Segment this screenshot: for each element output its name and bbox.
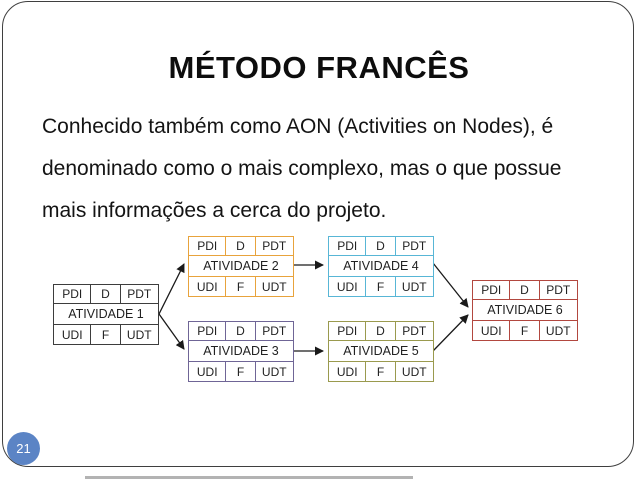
node-top-row: PDI D PDT [54,285,158,304]
cell-pdi: PDI [54,285,92,303]
node-top-row: PDI D PDT [189,237,293,256]
node-label: ATIVIDADE 1 [68,307,144,321]
activity-node-5: PDI D PDT ATIVIDADE 5 UDI F UDT [328,321,434,382]
cell-pdt: PDT [127,287,152,301]
cell-pdi: PDI [329,322,367,340]
cell-udt: UDT [401,279,427,294]
node-label: ATIVIDADE 6 [487,303,563,317]
node-label: ATIVIDADE 3 [203,344,279,358]
cell-f: F [366,362,396,381]
body-line: mais informações a cerca do projeto. [42,199,387,222]
node-label-row: ATIVIDADE 1 [54,304,158,325]
node-label-row: ATIVIDADE 4 [329,256,433,277]
cell-udi: UDI [54,325,92,344]
body-text: Conhecido também como AON (Activities on… [42,106,602,232]
node-label-row: ATIVIDADE 3 [189,341,293,362]
cell-udi: UDI [473,321,511,340]
node-label-row: ATIVIDADE 5 [329,341,433,362]
node-label: ATIVIDADE 2 [203,259,279,273]
cell-f: F [366,277,396,296]
cell-f: F [510,321,540,340]
cell-pdi: PDI [189,322,227,340]
adjacent-slide-edge [85,476,413,479]
node-label: ATIVIDADE 5 [343,344,419,358]
body-line: Conhecido também como AON (Activities on… [42,115,554,138]
activity-node-1: PDI D PDT ATIVIDADE 1 UDI F UDT [53,284,159,345]
cell-udt: UDT [261,279,287,294]
page-title: MÉTODO FRANCÊS [168,50,470,85]
cell-udi: UDI [189,277,227,296]
node-bottom-row: UDI F UDT [189,362,293,381]
node-bottom-row: UDI F UDT [329,362,433,381]
node-top-row: PDI D PDT [189,322,293,341]
page-number-badge: 21 [7,432,40,465]
cell-udi: UDI [189,362,227,381]
node-label-row: ATIVIDADE 6 [473,300,577,321]
node-top-row: PDI D PDT [329,322,433,341]
cell-d: D [366,322,396,340]
slide-frame [2,1,634,467]
cell-f: F [91,325,121,344]
node-bottom-row: UDI F UDT [189,277,293,296]
cell-d: D [366,237,396,255]
cell-udi: UDI [329,277,367,296]
activity-node-4: PDI D PDT ATIVIDADE 4 UDI F UDT [328,236,434,297]
cell-pdt: PDT [262,324,287,338]
cell-d: D [510,281,540,299]
node-bottom-row: UDI F UDT [473,321,577,340]
cell-pdt: PDT [402,239,427,253]
activity-node-6: PDI D PDT ATIVIDADE 6 UDI F UDT [472,280,578,341]
cell-pdi: PDI [329,237,367,255]
cell-pdt: PDT [546,283,571,297]
cell-d: D [226,237,256,255]
page-number: 21 [16,441,31,456]
cell-pdi: PDI [473,281,511,299]
cell-udt: UDT [401,364,427,379]
node-bottom-row: UDI F UDT [54,325,158,344]
cell-d: D [226,322,256,340]
cell-udt: UDT [545,323,571,338]
node-bottom-row: UDI F UDT [329,277,433,296]
cell-pdi: PDI [189,237,227,255]
cell-pdt: PDT [402,324,427,338]
cell-d: D [91,285,121,303]
cell-udt: UDT [126,327,152,342]
node-top-row: PDI D PDT [473,281,577,300]
node-label: ATIVIDADE 4 [343,259,419,273]
cell-f: F [226,277,256,296]
body-line: denominado como o mais complexo, mas o q… [42,157,562,180]
node-top-row: PDI D PDT [329,237,433,256]
activity-node-3: PDI D PDT ATIVIDADE 3 UDI F UDT [188,321,294,382]
activity-node-2: PDI D PDT ATIVIDADE 2 UDI F UDT [188,236,294,297]
cell-udt: UDT [261,364,287,379]
cell-udi: UDI [329,362,367,381]
cell-pdt: PDT [262,239,287,253]
cell-f: F [226,362,256,381]
node-label-row: ATIVIDADE 2 [189,256,293,277]
